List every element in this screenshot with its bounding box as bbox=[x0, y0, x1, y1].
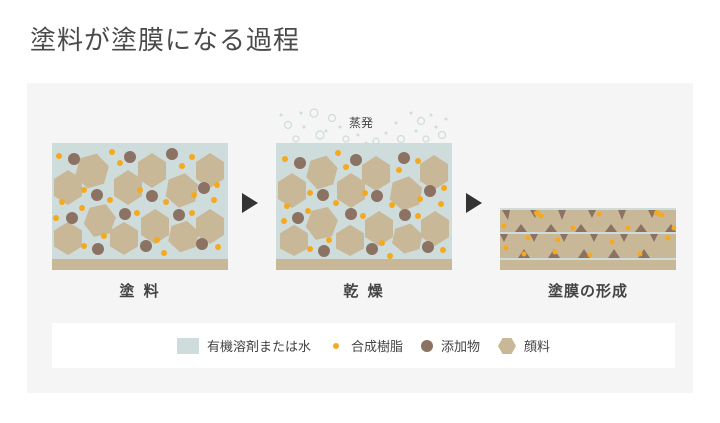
diagram-area: 塗 料 蒸発 bbox=[27, 83, 693, 393]
evaporation-label: 蒸発 bbox=[349, 116, 374, 130]
solvent-swatch-icon bbox=[176, 337, 199, 354]
film-panel bbox=[500, 208, 676, 270]
additive-dot-icon bbox=[421, 339, 433, 352]
legend-item-additive: 添加物 bbox=[421, 336, 480, 355]
paint-illustration bbox=[52, 143, 228, 270]
legend-label: 添加物 bbox=[441, 340, 481, 355]
paint-panel bbox=[52, 143, 228, 270]
legend-item-pigment: 顔料 bbox=[498, 336, 550, 355]
film-illustration bbox=[500, 208, 676, 270]
legend-label: 有機溶剤または水 bbox=[206, 340, 311, 355]
legend-item-resin: 合成樹脂 bbox=[329, 336, 403, 355]
arrow-right-icon bbox=[242, 193, 258, 213]
legend-item-solvent: 有機溶剤または水 bbox=[176, 336, 311, 355]
arrow-right-icon bbox=[466, 193, 482, 213]
vapor-bubbles-icon bbox=[279, 108, 448, 145]
drying-illustration bbox=[276, 143, 452, 270]
drying-panel bbox=[276, 143, 452, 270]
resin-dot-icon bbox=[332, 342, 339, 349]
legend: 有機溶剤または水 合成樹脂 添加物 顔料 bbox=[52, 323, 675, 368]
legend-label: 顔料 bbox=[524, 340, 551, 355]
stage-label-drying: 乾 燥 bbox=[343, 282, 385, 300]
pigment-hexagon-icon bbox=[498, 337, 517, 354]
legend-label: 合成樹脂 bbox=[350, 340, 403, 355]
page-title: 塗料が塗膜になる過程 bbox=[30, 26, 301, 56]
stage-label-paint: 塗 料 bbox=[119, 282, 161, 300]
stage-label-film: 塗膜の形成 bbox=[547, 282, 628, 300]
